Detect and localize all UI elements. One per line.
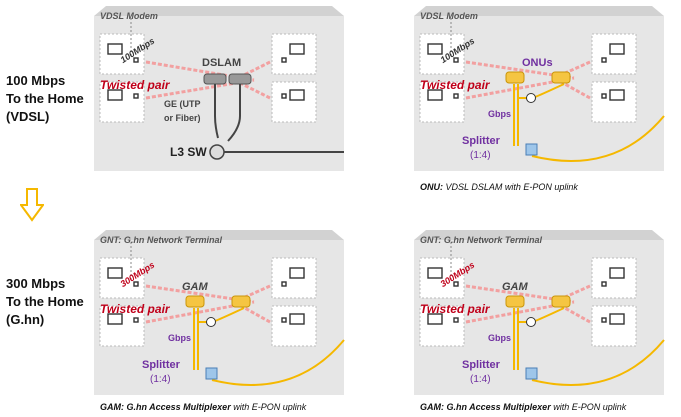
modem-label: GNT: G.hn Network Terminal: [420, 235, 543, 245]
twisted-pair-label: Twisted pair: [420, 302, 490, 316]
gam-device: [505, 295, 525, 308]
panel-vdsl-dslam: VDSL Modem 100Mbps DSLAM Twisted pair GE…: [94, 6, 354, 171]
room-bottom-right: [591, 305, 637, 347]
caption-title: GAM: G.hn Access Multiplexer: [420, 402, 551, 412]
panel-caption: GAM: G.hn Access Multiplexer with E-PON …: [100, 402, 306, 412]
room-bottom-left: [99, 81, 145, 123]
dslam-device: [203, 73, 227, 85]
caption-title: GAM: G.hn Access Multiplexer: [100, 402, 231, 412]
building-diagram: [94, 230, 345, 395]
l3-switch: [209, 144, 225, 160]
panel-onu: VDSL Modem 100Mbps ONUs Twisted pair Gbp…: [414, 6, 676, 201]
caption-title: ONU:: [420, 182, 443, 192]
splitter-label: Splitter: [142, 359, 180, 371]
room-bottom-left: [419, 81, 465, 123]
ge-label-line-2: or Fiber): [164, 113, 201, 123]
device-label: ONUs: [522, 57, 553, 69]
gam-device: [185, 295, 205, 308]
device-label: GAM: [502, 281, 528, 293]
splitter-label: Splitter: [462, 359, 500, 371]
room-bottom-right: [271, 81, 317, 123]
room-bottom-right: [591, 81, 637, 123]
onu-device: [505, 71, 525, 84]
switch-label: L3 SW: [170, 145, 207, 159]
splitter-ratio: (1:4): [470, 374, 491, 385]
building-diagram: [414, 6, 665, 171]
computer-icon: [107, 43, 305, 101]
ghn-label-line-1: 300 Mbps: [6, 276, 66, 291]
panel-caption: GAM: G.hn Access Multiplexer with E-PON …: [420, 402, 626, 412]
gam-device-right: [551, 295, 571, 308]
splitter-ratio: (1:4): [150, 374, 171, 385]
ghn-label-line-2: To the Home: [6, 294, 84, 309]
panel-caption: ONU: VDSL DSLAM with E-PON uplink: [420, 182, 578, 192]
building-diagram: [414, 230, 665, 395]
splitter-node: [526, 93, 536, 103]
ge-label-line-1: GE (UTP: [164, 99, 201, 109]
building-roof: [94, 230, 344, 240]
device-label: DSLAM: [202, 57, 242, 69]
twisted-pair-label: Twisted pair: [420, 78, 490, 92]
splitter-box: [205, 367, 218, 380]
caption-detail: with E-PON uplink: [233, 402, 307, 412]
building-roof: [94, 6, 344, 16]
vdsl-label-line-2: To the Home: [6, 91, 84, 106]
building-roof: [414, 230, 664, 240]
gbps-label: Gbps: [168, 333, 192, 343]
onu-device-right: [551, 71, 571, 84]
room-bottom-left: [99, 305, 145, 347]
dslam-device-right: [228, 73, 252, 85]
splitter-node: [206, 317, 216, 327]
computer-icon: [427, 267, 625, 325]
vdsl-label-line-3: (VDSL): [6, 109, 50, 124]
splitter-label: Splitter: [462, 135, 500, 147]
computer-icon: [427, 43, 625, 101]
down-arrow-icon: [20, 188, 44, 222]
modem-label: VDSL Modem: [100, 11, 158, 21]
twisted-pair-label: Twisted pair: [100, 302, 170, 316]
computer-icon: [107, 267, 305, 325]
gbps-label: Gbps: [488, 333, 512, 343]
panel-gam-right: GNT: G.hn Network Terminal 300Mbps GAM T…: [414, 230, 676, 415]
caption-detail: VDSL DSLAM with E-PON uplink: [445, 182, 578, 192]
room-bottom-right: [271, 305, 317, 347]
gam-device-right: [231, 295, 251, 308]
ghn-label-line-3: (G.hn): [6, 312, 45, 327]
building-roof: [414, 6, 664, 16]
vdsl-label-line-1: 100 Mbps: [6, 73, 66, 88]
gbps-label: Gbps: [488, 109, 512, 119]
caption-detail: with E-PON uplink: [553, 402, 627, 412]
vdsl-label: 100 Mbps To the Home (VDSL): [6, 72, 84, 126]
splitter-box: [525, 143, 538, 156]
room-bottom-left: [419, 305, 465, 347]
ghn-label: 300 Mbps To the Home (G.hn): [6, 275, 84, 329]
panel-gam-left: GNT: G.hn Network Terminal 300Mbps GAM T…: [94, 230, 356, 415]
modem-label: GNT: G.hn Network Terminal: [100, 235, 223, 245]
device-label: GAM: [182, 281, 208, 293]
twisted-pair-label: Twisted pair: [100, 78, 170, 92]
building-diagram: [94, 6, 344, 171]
modem-label: VDSL Modem: [420, 11, 478, 21]
splitter-node: [526, 317, 536, 327]
splitter-ratio: (1:4): [470, 150, 491, 161]
splitter-box: [525, 367, 538, 380]
